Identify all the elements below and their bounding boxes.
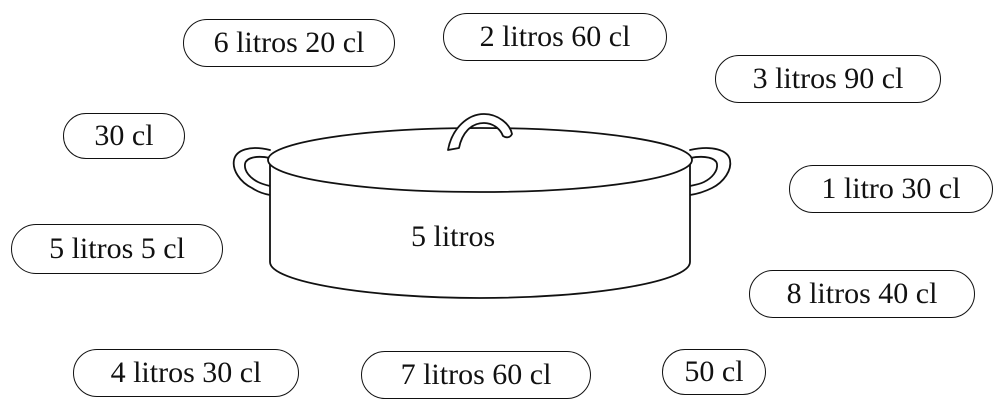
pot-left-handle-inner: [245, 157, 270, 186]
option-7-litros-60-cl[interactable]: 7 litros 60 cl: [361, 351, 591, 399]
pot-lid: [268, 128, 692, 192]
option-50-cl[interactable]: 50 cl: [662, 349, 766, 395]
option-3-litros-90-cl[interactable]: 3 litros 90 cl: [715, 55, 941, 103]
option-30-cl[interactable]: 30 cl: [63, 113, 185, 159]
pot-right-handle-inner: [690, 157, 717, 186]
option-4-litros-30-cl[interactable]: 4 litros 30 cl: [73, 349, 299, 397]
option-6-litros-20-cl[interactable]: 6 litros 20 cl: [183, 19, 395, 67]
option-2-litros-60-cl[interactable]: 2 litros 60 cl: [443, 13, 667, 61]
option-1-litro-30-cl[interactable]: 1 litro 30 cl: [789, 165, 993, 213]
pot-left-handle: [234, 148, 270, 195]
option-8-litros-40-cl[interactable]: 8 litros 40 cl: [749, 270, 975, 318]
pot-right-handle: [690, 148, 730, 195]
option-5-litros-5-cl[interactable]: 5 litros 5 cl: [11, 224, 223, 274]
pot-capacity-label: 5 litros: [411, 220, 495, 254]
